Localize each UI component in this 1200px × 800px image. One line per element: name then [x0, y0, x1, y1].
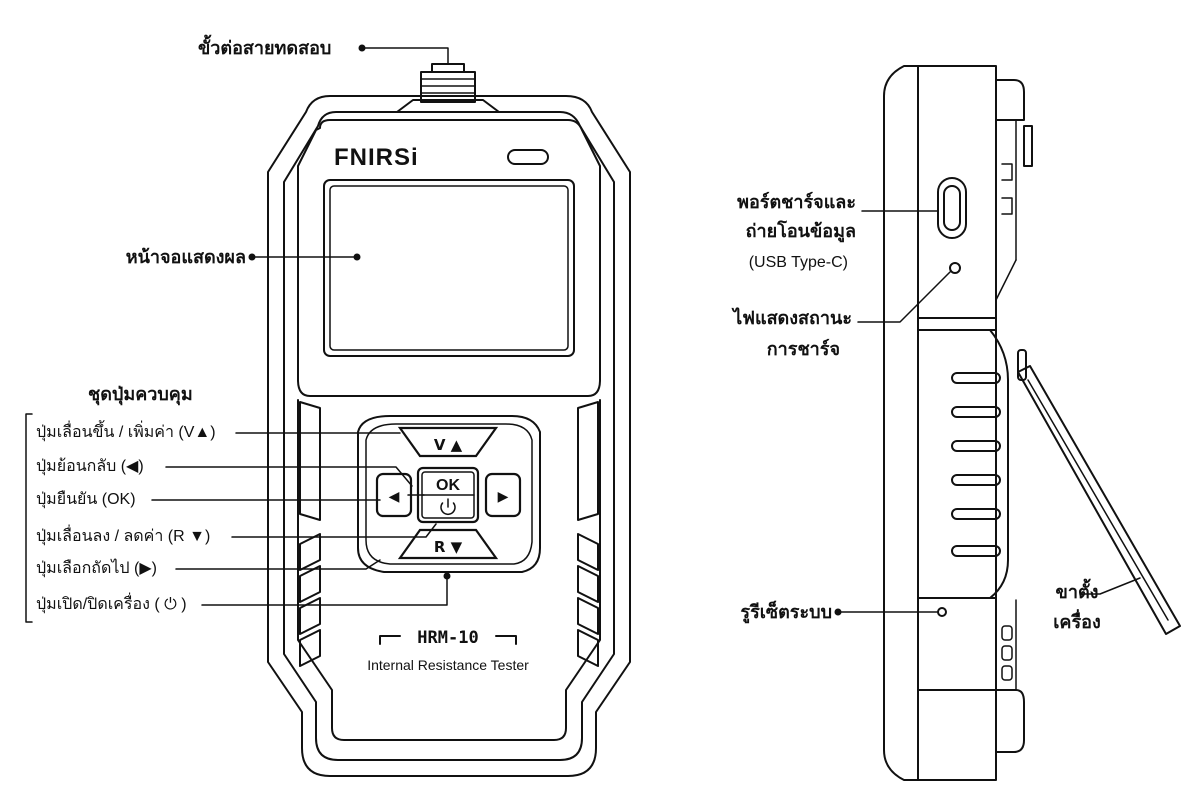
side-vents	[951, 372, 1001, 557]
left-button-label: ◀	[389, 489, 400, 505]
ok-button-label: OK	[436, 477, 460, 494]
front-view: FNIRSi	[267, 63, 631, 777]
label-btn-up: ปุ่มเลื่อนขึ้น / เพิ่มค่า (V▲)	[36, 424, 216, 441]
right-button[interactable]: ▶	[484, 472, 522, 518]
down-button[interactable]: R ▼	[397, 528, 499, 560]
label-btn-power: ปุ่มเปิด/ปิดเครื่อง ( ⏻ )	[36, 596, 187, 613]
label-stand-1: ขาตั้ง	[1055, 582, 1099, 602]
brand-logo: FNIRSi	[334, 144, 419, 171]
indicator-led	[507, 149, 549, 165]
ok-power-button[interactable]: OK	[416, 466, 480, 524]
label-charge-port-1: พอร์ตชาร์จและ	[737, 192, 856, 212]
power-icon	[440, 498, 456, 516]
kickstand	[1017, 349, 1181, 635]
charge-led	[949, 262, 961, 274]
label-control-group: ชุดปุ่มควบคุม	[88, 384, 193, 404]
model-name: HRM-10	[417, 628, 478, 648]
label-btn-down: ปุ่มเลื่อนลง / ลดค่า (R ▼)	[36, 528, 211, 545]
label-btn-ok: ปุ่มยืนยัน (OK)	[36, 491, 136, 508]
label-test-terminal: ขั้วต่อสายทดสอบ	[198, 38, 332, 58]
test-terminal-connector	[396, 63, 500, 113]
down-button-label: R ▼	[434, 538, 463, 556]
model-subtitle: Internal Resistance Tester	[367, 657, 529, 673]
label-display: หน้าจอแสดงผล	[125, 247, 246, 267]
label-charge-port-3: (USB Type-C)	[748, 254, 848, 271]
label-btn-back: ปุ่มย้อนกลับ (◀)	[36, 458, 144, 475]
side-view	[883, 65, 1181, 781]
usb-c-port	[937, 177, 967, 239]
right-button-label: ▶	[498, 489, 509, 505]
keypad-surround	[357, 415, 541, 573]
leader-lines	[25, 44, 1141, 623]
side-grips	[299, 401, 599, 667]
up-button-label: V ▲	[434, 436, 463, 454]
label-charge-port-2: ถ่ายโอนข้อมูล	[745, 221, 856, 241]
model-plate: HRM-10 Internal Resistance Tester	[367, 628, 529, 673]
label-btn-next: ปุ่มเลือกถัดไป (▶)	[36, 560, 157, 577]
label-charge-led-2: การชาร์จ	[766, 339, 840, 359]
label-charge-led-1: ไฟแสดงสถานะ	[733, 308, 852, 328]
left-button[interactable]: ◀	[375, 472, 413, 518]
reset-hole	[937, 607, 947, 617]
label-stand-2: เครื่อง	[1053, 612, 1101, 632]
label-reset-hole: รูรีเซ็ตระบบ	[740, 602, 832, 622]
display-screen	[323, 179, 575, 357]
up-button[interactable]: V ▲	[397, 426, 499, 458]
